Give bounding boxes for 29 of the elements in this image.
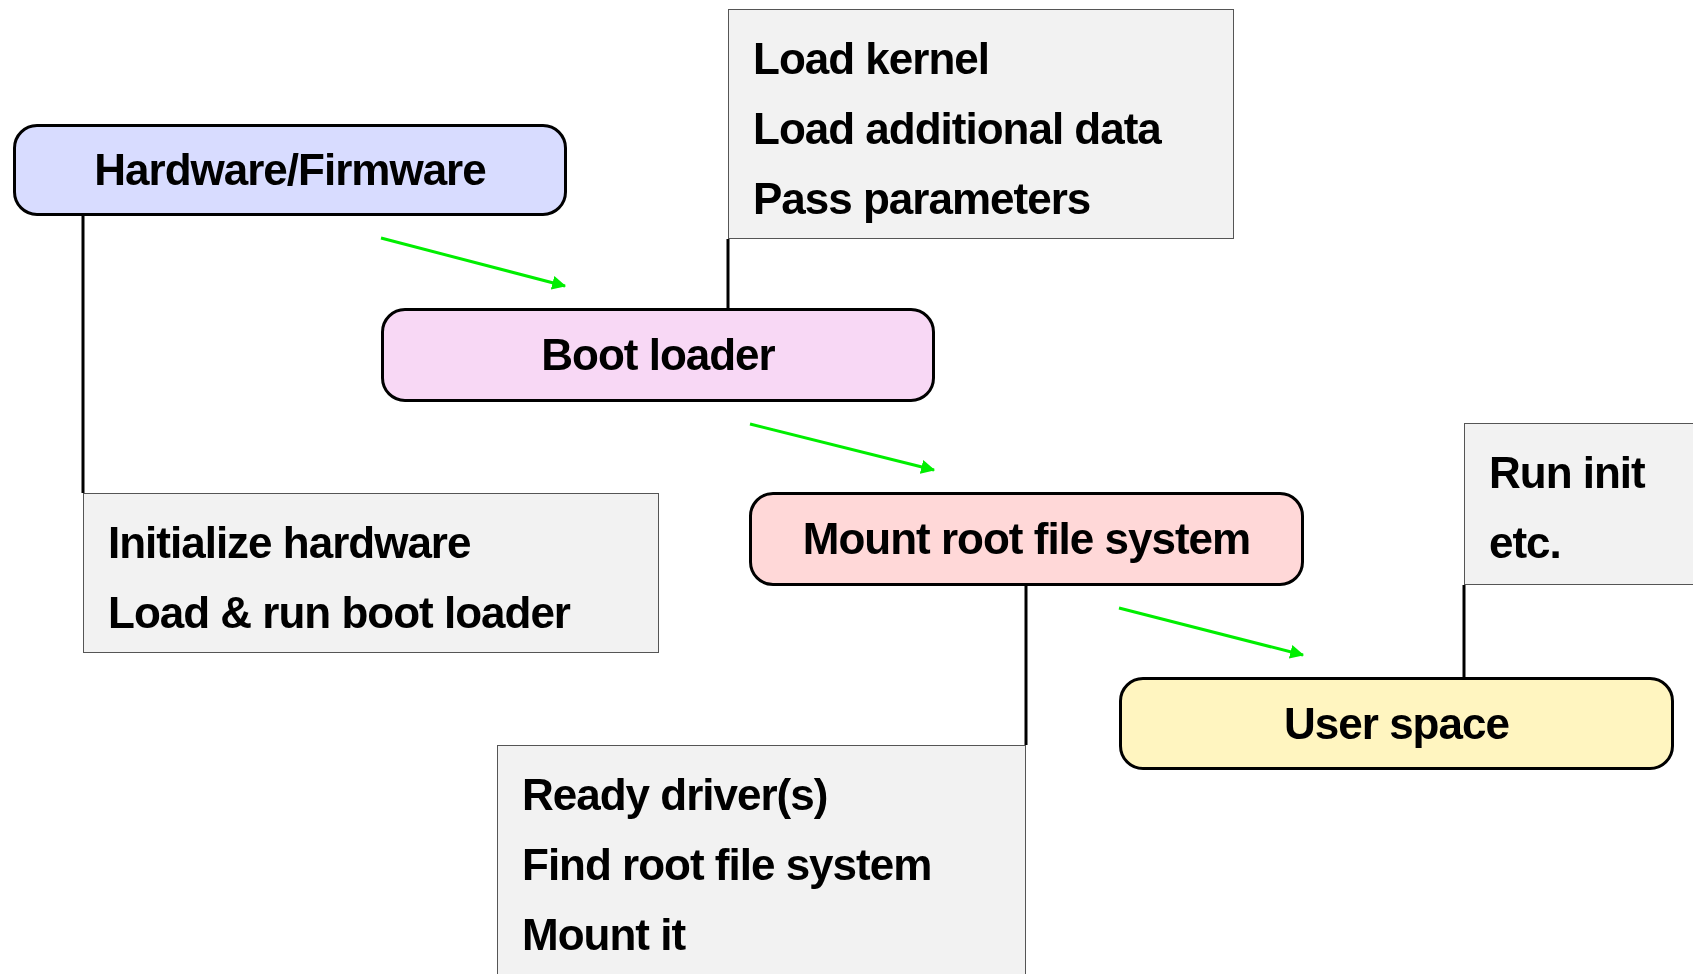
stage-label: Hardware/Firmware xyxy=(94,145,486,195)
note-text: Load & run boot loader xyxy=(108,587,572,639)
note-text: Load additional data xyxy=(753,103,1163,155)
note-text: Pass parameters xyxy=(753,173,1092,225)
arrow xyxy=(1118,606,1305,659)
note-text: Initialize hardware xyxy=(108,517,472,569)
note-text: etc. xyxy=(1489,517,1562,569)
leader-line xyxy=(1462,585,1466,677)
arrow xyxy=(380,236,567,290)
stage-box xyxy=(749,492,1304,586)
leader-line xyxy=(81,216,85,493)
stage-box xyxy=(381,308,935,402)
stage-label: Boot loader xyxy=(541,330,775,380)
stage-label: Mount root file system xyxy=(802,514,1251,564)
note-text: Load kernel xyxy=(753,33,990,85)
note-text: Mount it xyxy=(522,909,687,961)
note-box xyxy=(1464,423,1693,585)
arrow xyxy=(749,422,936,474)
note-box xyxy=(728,9,1234,239)
leader-line xyxy=(1024,586,1028,745)
stage-box xyxy=(13,124,567,216)
note-box xyxy=(83,493,659,653)
stage-label: User space xyxy=(1284,698,1509,749)
note-text: Find root file system xyxy=(522,839,933,891)
leader-line xyxy=(726,239,730,308)
note-box xyxy=(497,745,1026,974)
note-text: Run init xyxy=(1489,447,1646,499)
note-text: Ready driver(s) xyxy=(522,769,829,821)
stage-box xyxy=(1119,677,1674,770)
